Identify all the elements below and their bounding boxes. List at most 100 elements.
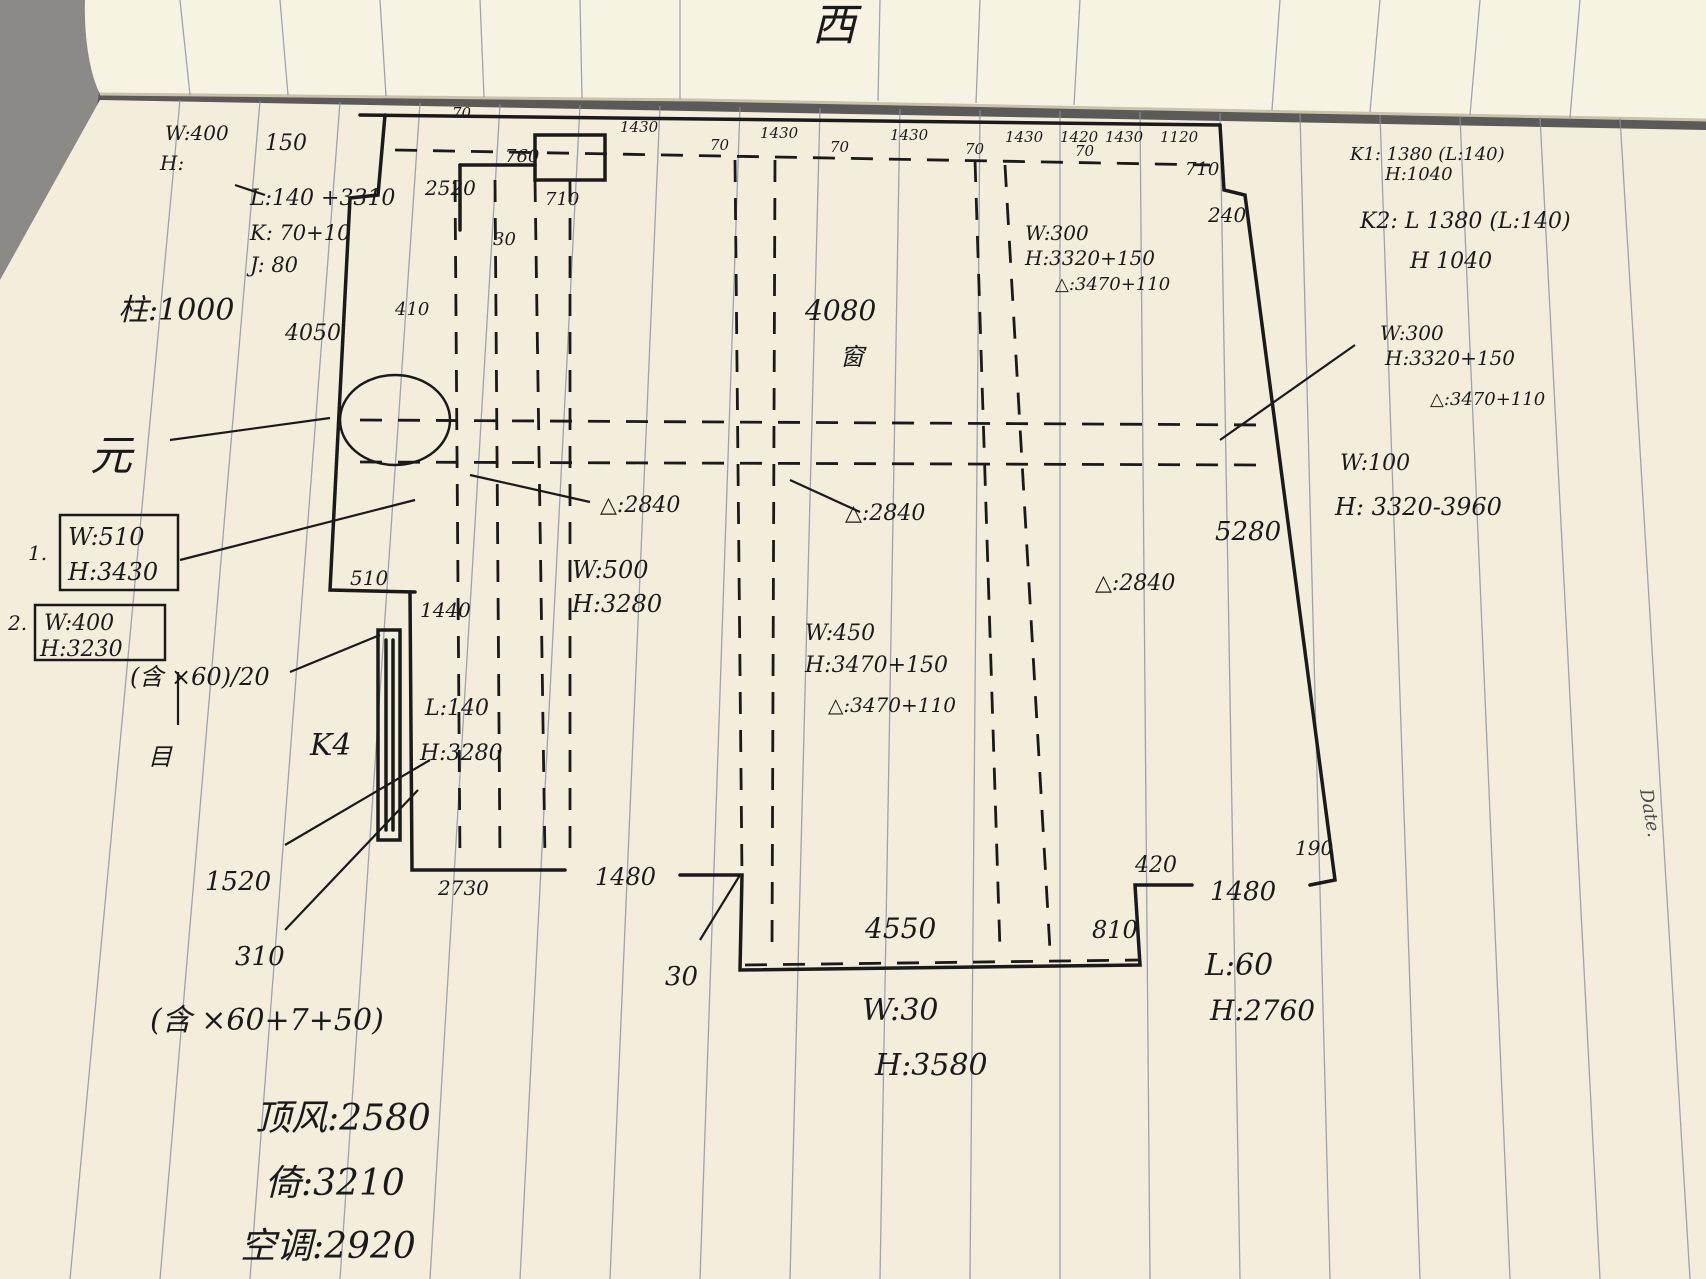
top-dim: 70	[710, 136, 730, 154]
note-h3280a: H:3280	[419, 741, 503, 766]
bottom-notes: 顶风:2580 倚:3210 空调:2920	[240, 1098, 431, 1267]
box1-num: 1.	[28, 541, 47, 565]
box-2	[33, 603, 167, 662]
arrows	[169, 183, 1356, 941]
note-310: 310	[235, 942, 285, 972]
note-5280: 5280	[1215, 517, 1281, 547]
note-2730: 2730	[437, 876, 489, 900]
note-h3580: H:3580	[874, 1048, 988, 1083]
floor-plan	[328, 113, 1337, 972]
note-150: 150	[265, 131, 307, 156]
bottom-mid-wall	[678, 873, 1194, 972]
note-d2840c: △:2840	[1095, 571, 1175, 596]
right-wall	[1218, 123, 1337, 887]
note-yi: 倚:3210	[265, 1163, 405, 1204]
note-510: 510	[350, 566, 388, 590]
left-wall	[328, 113, 417, 594]
box1-w: W:510	[68, 523, 144, 551]
note-l140: L:140 +3310	[249, 186, 395, 211]
top-dim: 70	[965, 140, 985, 158]
top-dim: 1430	[890, 126, 929, 144]
circle-mark	[338, 373, 452, 467]
right-notes: W:300 H:3320+150 △:3470+110 710 240 K1: …	[1024, 144, 1664, 1027]
note-l140b: L:140	[424, 696, 489, 721]
top-dim: 1430	[1105, 128, 1144, 146]
top-dim: 1120	[1160, 128, 1199, 146]
note-1480b: 1480	[1210, 877, 1276, 907]
box1-h: H:3430	[67, 558, 158, 586]
bottom-left-wall	[408, 590, 567, 872]
note-w300a: W:300	[1025, 221, 1089, 245]
note-410: 410	[394, 299, 429, 320]
note-he60b: (含 ×60+7+50)	[150, 1003, 384, 1038]
note-k2h: H 1040	[1409, 249, 1492, 274]
box-1	[58, 513, 180, 592]
note-k1: K1: 1380 (L:140)	[1349, 144, 1505, 165]
note-d3470b: △:3470+110	[1055, 274, 1170, 295]
top-dim: 70	[452, 104, 472, 122]
box2-w: W:400	[44, 611, 114, 636]
note-4080: 4080	[804, 294, 876, 327]
middle-notes: 510 1440 (含 ×60)/20 目 K4 L:140 H:3280 15…	[130, 566, 698, 1038]
note-k4: K4	[309, 728, 352, 763]
box2-h: H:3230	[39, 637, 123, 662]
top-dim: 1420	[1060, 128, 1099, 146]
note-420: 420	[1134, 853, 1177, 878]
note-zhu: 柱:1000	[118, 293, 234, 328]
note-d2840b: △:2840	[845, 501, 925, 526]
note-240: 240	[1207, 203, 1246, 227]
note-h3280b: H:3280	[571, 590, 662, 618]
top-dim: 70	[830, 138, 850, 156]
note-k1h: H:1040	[1384, 164, 1453, 185]
boxed-notes: 1. W:510 H:3430 2. W:400 H:3230	[7, 523, 158, 662]
note-dingfeng: 顶风:2580	[255, 1098, 431, 1139]
note-h300a: H:3320+150	[1024, 246, 1155, 270]
note-he60: (含 ×60)/20	[130, 663, 270, 691]
top-dim: 1430	[1005, 128, 1044, 146]
dashed-beams	[359, 148, 1266, 967]
note-w300b: W:300	[1380, 321, 1444, 345]
note-4550: 4550	[864, 912, 936, 945]
left-notes: W:400 H: 150 L:140 +3310 K: 70+10 J: 80 …	[90, 121, 579, 480]
note-710b: 710	[1185, 159, 1219, 180]
note-d3470c: △:3470+110	[1430, 389, 1545, 410]
box2-num: 2.	[7, 611, 27, 635]
note-w500: W:500	[572, 556, 648, 584]
note-h2760: H:2760	[1209, 994, 1315, 1027]
note-h: H:	[159, 151, 184, 175]
note-h100: H: 3320-3960	[1334, 493, 1502, 521]
note-w100: W:100	[1340, 451, 1410, 476]
note-1480a: 1480	[595, 863, 656, 891]
note-k2: K2: L 1380 (L:140)	[1359, 209, 1571, 234]
top-dim: 1430	[620, 118, 659, 136]
curled-page	[84, 0, 1706, 120]
note-l60: L:60	[1204, 948, 1273, 983]
note-2520: 2520	[424, 176, 476, 200]
top-dimensions: 70 1430 1430 1430 1430 1420 1430 1120 70…	[452, 104, 1199, 160]
note-boxes	[33, 513, 180, 662]
note-4050: 4050	[284, 321, 341, 346]
note-chuang: 窗	[840, 343, 867, 371]
page-edge	[99, 92, 1706, 122]
notebook-page	[0, 100, 1706, 1279]
top-dim: 1430	[760, 124, 799, 142]
note-j: J: 80	[246, 253, 298, 277]
note-1440: 1440	[420, 598, 471, 622]
note-w400: W:400	[165, 121, 229, 145]
note-kongtiao: 空调:2920	[240, 1226, 416, 1267]
note-d2840a: △:2840	[600, 493, 680, 518]
center-notes: 4080 窗 △:2840 △:2840 △:2840 W:500 H:3280…	[571, 294, 1175, 1083]
note-k: K: 70+10	[249, 221, 350, 245]
note-810: 810	[1092, 916, 1138, 944]
note-h450: H:3470+150	[804, 653, 948, 678]
note-d3470a: △:3470+110	[828, 693, 956, 717]
note-mu: 目	[148, 743, 173, 771]
note-30b: 30	[665, 962, 698, 992]
column-block	[376, 628, 402, 842]
note-w30: W:30	[862, 993, 939, 1028]
note-w450: W:450	[805, 621, 875, 646]
note-190: 190	[1295, 836, 1333, 860]
note-h300b: H:3320+150	[1384, 346, 1515, 370]
